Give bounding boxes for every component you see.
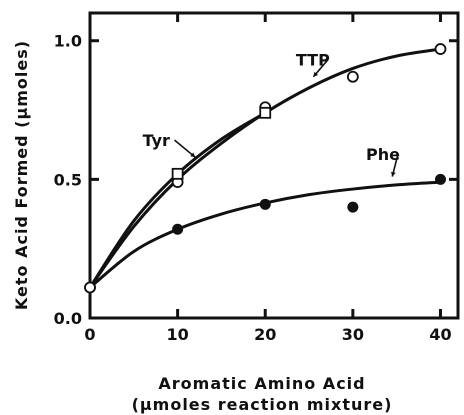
point-phe [259,198,271,210]
point-ttp [346,70,359,83]
point-tyr [171,167,184,180]
annotation-arrowhead-tyr [190,152,196,158]
plot-frame [88,11,460,320]
point-ttp [434,43,447,55]
annotation-phe: Phe [366,145,400,164]
axis-ticks: 0 10 20 30 40 0.0 0.5 1.0 [54,13,458,344]
y-tick-label: 0.5 [54,170,82,189]
point-phe [434,173,446,185]
point-phe [347,201,359,213]
x-tick-label: 0 [84,325,95,344]
point-origin [84,281,96,294]
curve-ttp [88,47,442,289]
x-tick-label: 40 [429,325,451,344]
annotation-ttp: TTP [296,51,330,70]
series-markers [84,43,447,294]
annotation-tyr: Tyr [143,131,170,150]
y-tick-label: 1.0 [54,32,82,51]
annotation-arrowhead-ttp [313,71,319,77]
x-tick-label: 30 [342,325,364,344]
curve-tyr [88,111,267,289]
annotation-arrowhead-phe [391,171,396,177]
x-axis-label-line1: Aromatic Amino Acid [158,374,365,393]
x-tick-label: 10 [166,325,188,344]
y-tick-label: 0.0 [54,309,82,328]
y-axis-label: Keto Acid Formed (μmoles) [12,40,31,310]
curve-phe [88,180,442,289]
x-tick-label: 20 [254,325,276,344]
series-curves [88,47,442,289]
point-phe [172,223,184,235]
x-axis-label-line2: (μmoles reaction mixture) [132,395,393,414]
annotation-arrow-tyr [174,139,196,158]
point-tyr [259,106,272,119]
plot-border [88,11,460,320]
